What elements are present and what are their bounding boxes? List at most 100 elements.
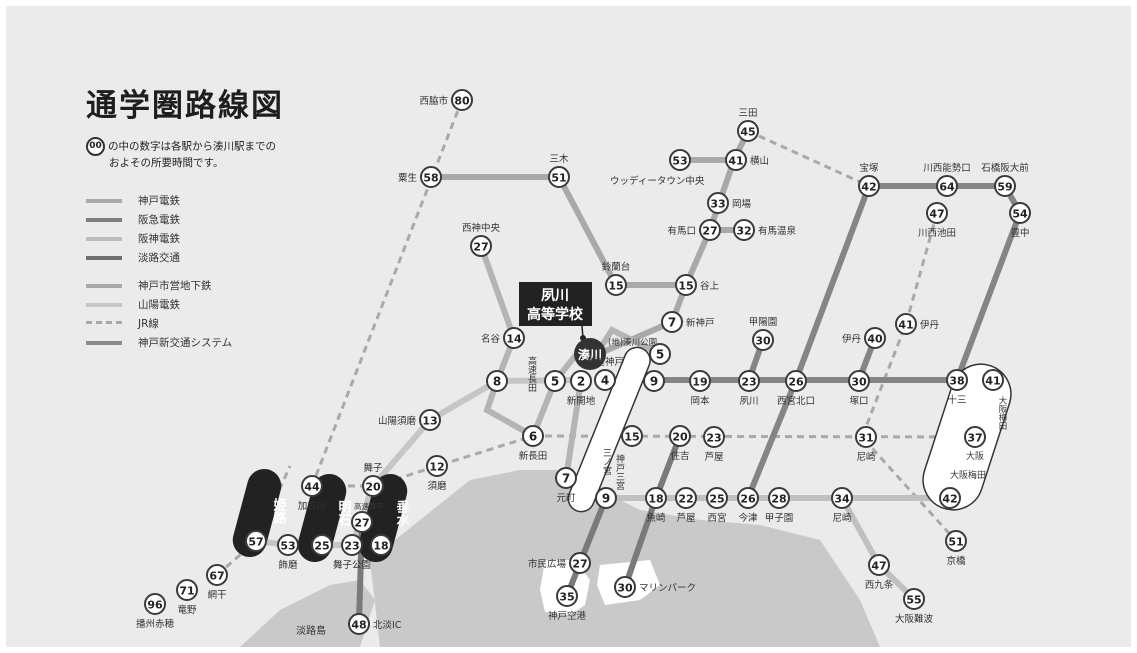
station-marker[interactable]: [738, 370, 760, 392]
station[interactable]: 5: [544, 370, 566, 392]
station-marker[interactable]: [733, 219, 755, 241]
station-marker[interactable]: [768, 487, 790, 509]
station-marker[interactable]: [595, 487, 617, 509]
station-marker[interactable]: [868, 554, 890, 576]
station[interactable]: 18: [370, 534, 392, 556]
station-marker[interactable]: [419, 409, 441, 431]
station-marker[interactable]: [420, 166, 442, 188]
station-marker[interactable]: [903, 588, 925, 610]
station-marker[interactable]: [737, 120, 759, 142]
station-marker[interactable]: [569, 552, 591, 574]
station-marker[interactable]: [176, 579, 198, 601]
station-marker[interactable]: [277, 534, 299, 556]
station-marker[interactable]: [470, 235, 492, 257]
station-marker[interactable]: [706, 487, 728, 509]
station[interactable]: 25: [311, 534, 333, 556]
station-marker[interactable]: [982, 369, 1004, 391]
station-marker[interactable]: [311, 534, 333, 556]
station-marker[interactable]: [831, 487, 853, 509]
station-marker[interactable]: [605, 274, 627, 296]
station-marker[interactable]: [486, 370, 508, 392]
station-marker[interactable]: [594, 369, 616, 391]
station-marker[interactable]: [936, 175, 958, 197]
station-marker[interactable]: [370, 534, 392, 556]
station[interactable]: 5: [649, 343, 671, 365]
station-marker[interactable]: [895, 313, 917, 335]
station-marker[interactable]: [556, 585, 578, 607]
station-marker[interactable]: [855, 426, 877, 448]
station-marker[interactable]: [939, 487, 961, 509]
station[interactable]: 37: [964, 426, 986, 448]
station-marker[interactable]: [643, 370, 665, 392]
station[interactable]: 27: [351, 511, 373, 533]
station-marker[interactable]: [301, 475, 323, 497]
station-marker[interactable]: [451, 89, 473, 111]
station-marker[interactable]: [848, 370, 870, 392]
station[interactable]: 9: [595, 487, 617, 509]
station-marker[interactable]: [964, 426, 986, 448]
station[interactable]: 7元町: [555, 467, 577, 504]
station-marker[interactable]: [858, 175, 880, 197]
station-marker[interactable]: [351, 511, 373, 533]
station[interactable]: 53: [669, 149, 691, 171]
station-marker[interactable]: [649, 343, 671, 365]
station-marker[interactable]: [669, 425, 691, 447]
station-marker[interactable]: [362, 475, 384, 497]
station-marker[interactable]: [621, 425, 643, 447]
station-marker[interactable]: [864, 327, 886, 349]
station[interactable]: 15: [621, 425, 643, 447]
station-marker[interactable]: [689, 370, 711, 392]
station[interactable]: 57: [245, 530, 267, 552]
station-marker[interactable]: [348, 613, 370, 635]
station-marker[interactable]: [206, 564, 228, 586]
station-marker[interactable]: [752, 329, 774, 351]
station-marker[interactable]: [555, 467, 577, 489]
station-marker[interactable]: [946, 369, 968, 391]
station-marker[interactable]: [994, 175, 1016, 197]
station[interactable]: 41: [982, 369, 1004, 391]
station-marker[interactable]: [675, 487, 697, 509]
station-marker[interactable]: [614, 576, 636, 598]
station-marker[interactable]: [570, 370, 592, 392]
